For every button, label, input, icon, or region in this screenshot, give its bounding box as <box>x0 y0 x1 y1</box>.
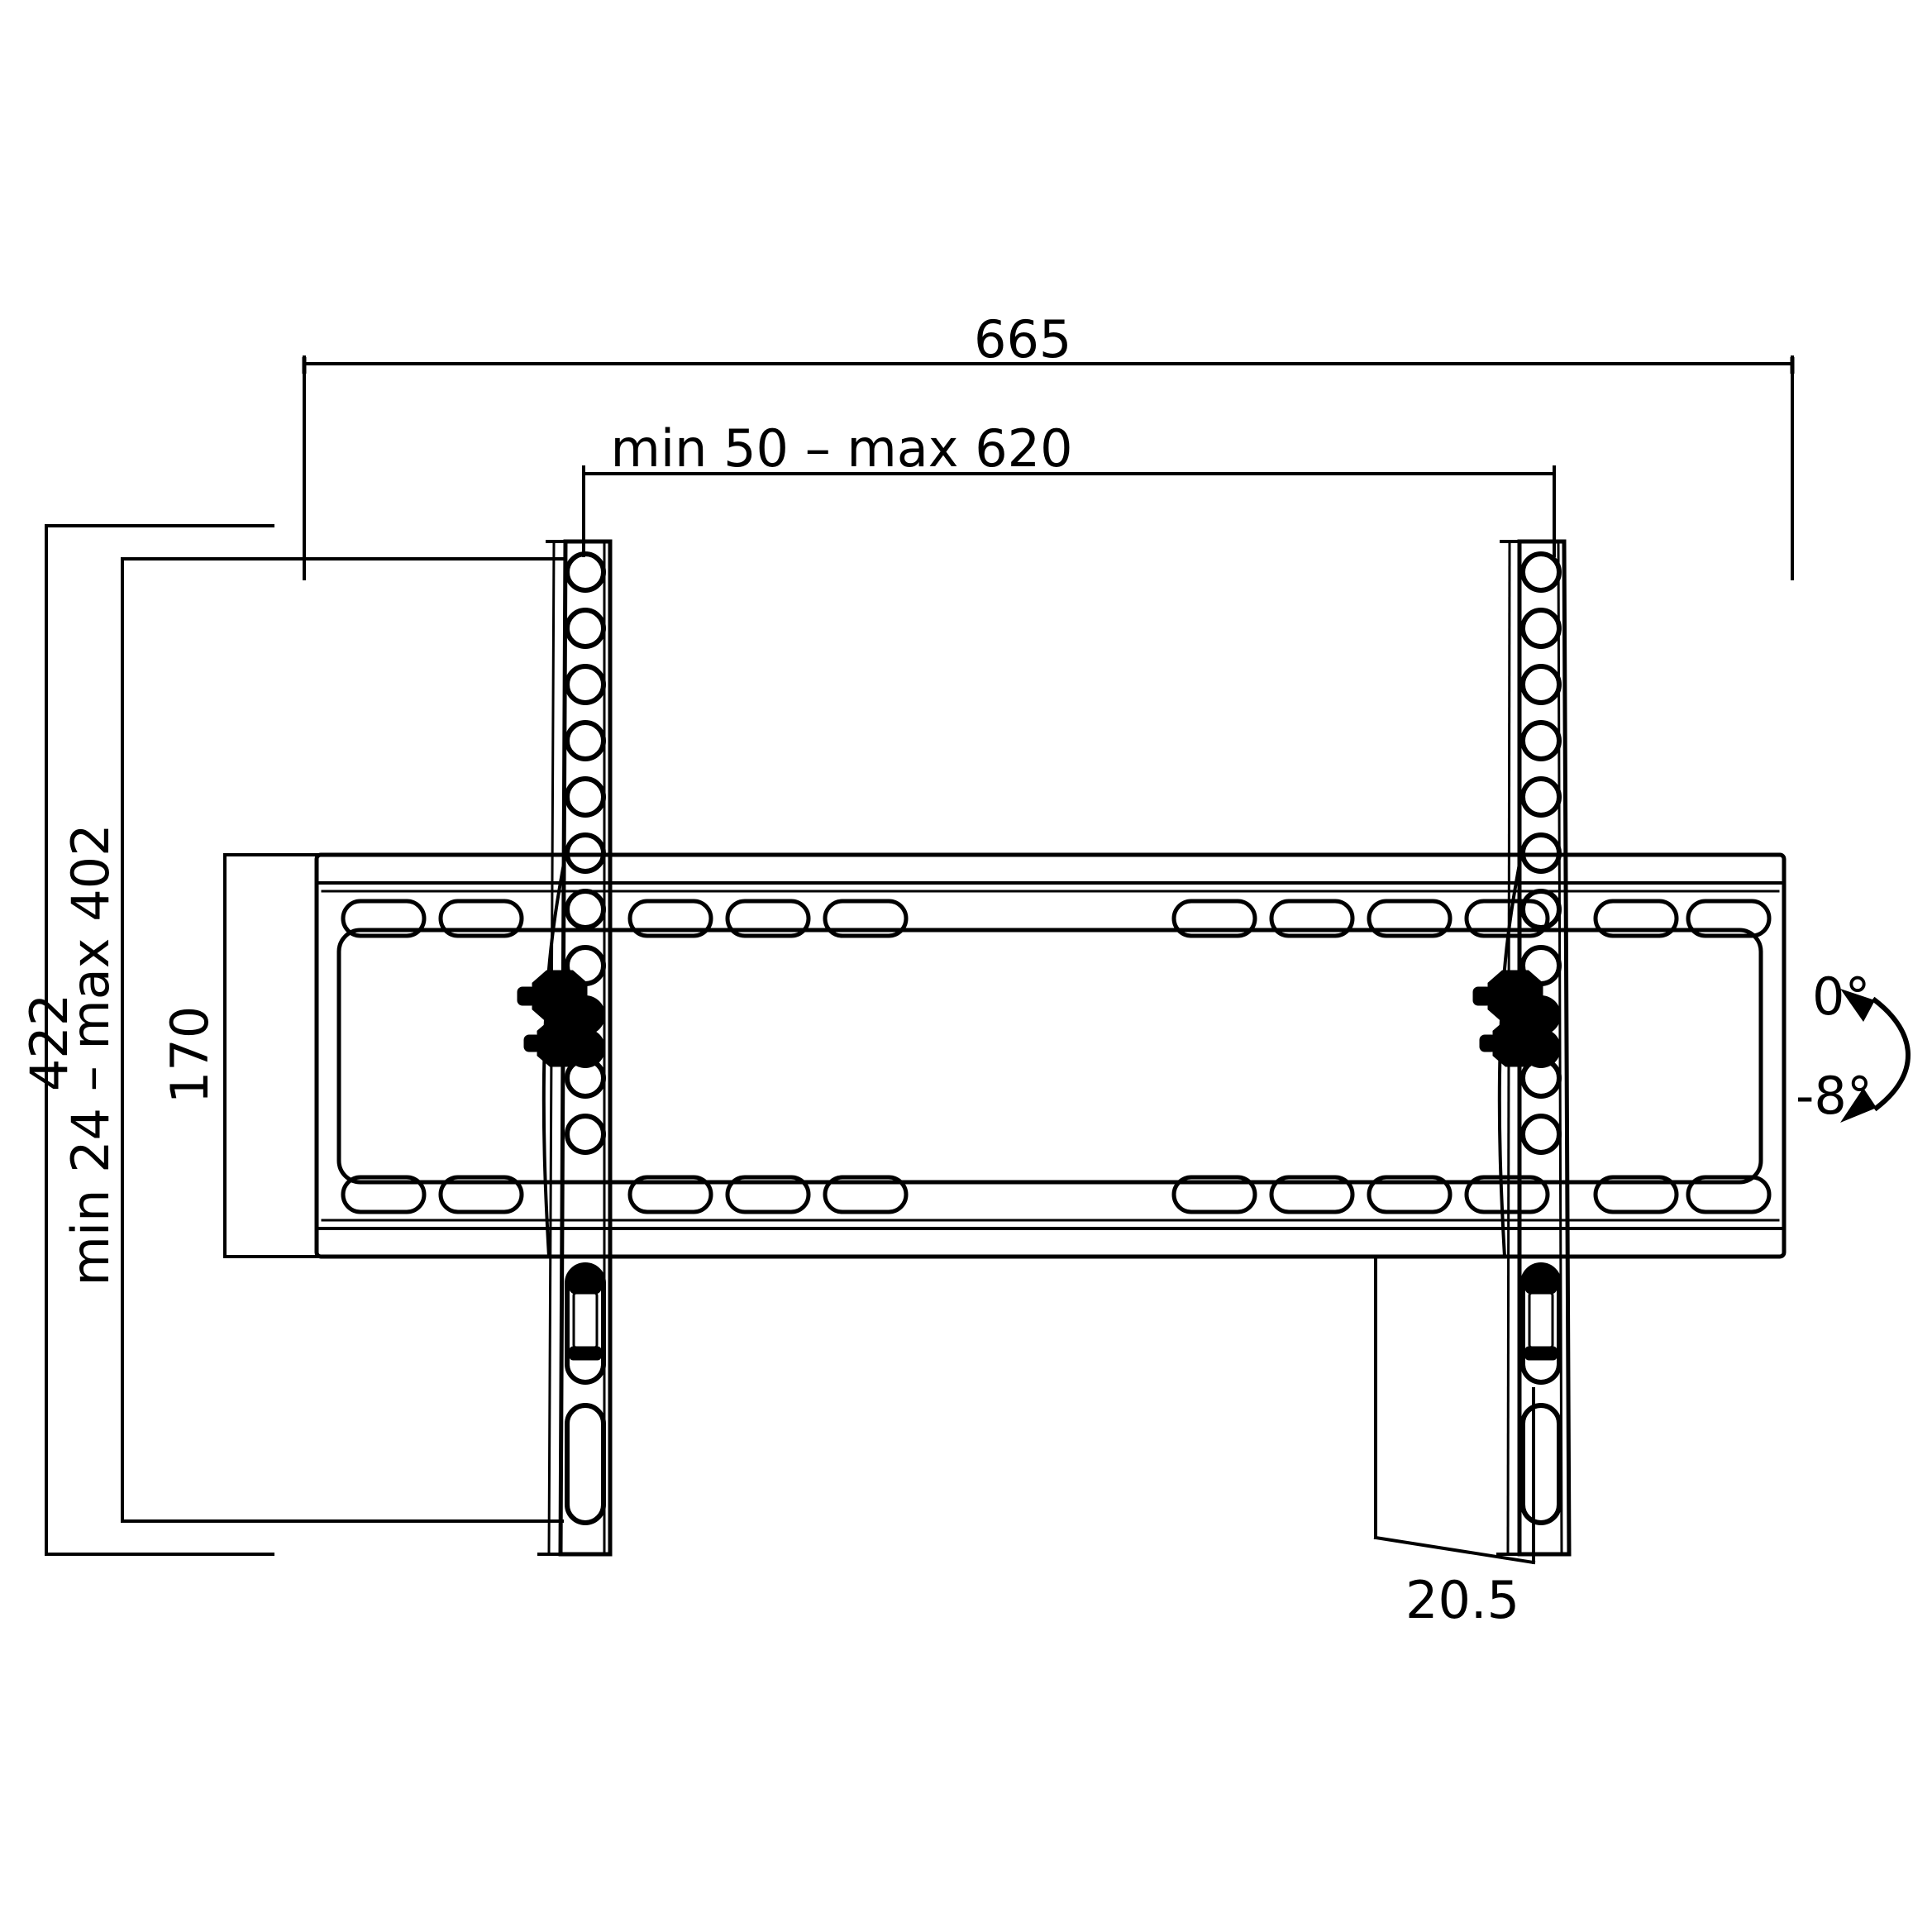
left-rail-lower-slots <box>565 1262 606 1525</box>
dimension-vesa-vertical <box>121 557 564 1523</box>
right-rail-lower-slots <box>1520 1262 1562 1525</box>
dimension-overall-width <box>303 355 1794 580</box>
right-rail-lock-pin <box>1524 1267 1558 1361</box>
right-upper-lock-knob <box>1472 970 1543 1023</box>
left-upper-lock-knob <box>517 970 588 1023</box>
dimension-ticks <box>302 357 1795 374</box>
tilt-angle-arc <box>1871 996 1911 1112</box>
right-lower-lock-knob <box>1479 1019 1543 1067</box>
wall-plate-top-slots <box>341 899 1772 938</box>
right-tilt-arm <box>1497 852 1524 1259</box>
label-tilt-angle-lower: -8° <box>1796 1066 1872 1126</box>
left-tilt-arm <box>541 852 568 1259</box>
dimension-wall-depth <box>1373 1255 1536 1565</box>
label-tilt-angle-upper: 0° <box>1812 966 1871 1027</box>
dimension-overall-height <box>45 524 274 1556</box>
label-wall-depth: 20.5 <box>1405 1570 1520 1630</box>
label-plate-height: 170 <box>160 1005 220 1104</box>
label-vesa-vertical: min 24 – max 402 <box>60 823 121 1286</box>
left-rail-lock-pin <box>569 1267 602 1361</box>
label-overall-width: 665 <box>974 309 1072 370</box>
left-lower-lock-knob <box>523 1019 588 1067</box>
wall-plate-bottom-slots <box>341 1175 1772 1214</box>
dimension-plate-height <box>223 853 580 1258</box>
left-rail-holes <box>565 551 606 1155</box>
dimension-vesa-horizontal <box>582 465 1556 557</box>
label-vesa-horizontal: min 50 – max 620 <box>610 418 1073 479</box>
tilt-arc-arrowheads <box>1840 989 1877 1123</box>
